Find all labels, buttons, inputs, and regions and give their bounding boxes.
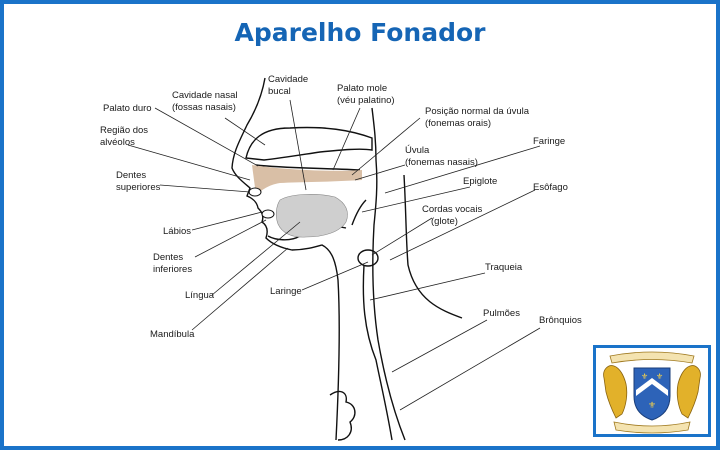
logo-fleur-top-left: ⚜	[641, 372, 648, 381]
label-esofago: Esôfago	[533, 182, 568, 193]
nasal-cavity-outline	[246, 127, 372, 160]
label-cordas-vocais-line1: Cordas vocais	[422, 204, 482, 215]
leader-traqueia	[370, 273, 485, 300]
head-outline	[232, 78, 462, 440]
logo-bottom-banner	[614, 422, 690, 433]
leader-dentes-superiores	[160, 185, 250, 192]
label-palato-mole-line1: Palato mole	[337, 83, 387, 94]
label-bronquios: Brônquios	[539, 315, 582, 326]
label-cavidade-nasal-line1: Cavidade nasal	[172, 90, 238, 101]
trachea-outline	[363, 265, 392, 440]
label-cavidade-nasal-line2: (fossas nasais)	[172, 102, 236, 113]
label-regiao-alveolos-line1: Região dos	[100, 125, 148, 136]
label-palato-mole-line2: (véu palatino)	[337, 95, 395, 106]
leader-cavidade-nasal	[225, 118, 265, 145]
vocal-cords-shape	[358, 250, 378, 266]
leader-lines	[128, 100, 540, 410]
label-cavidade-bucal-line1: Cavidade	[268, 74, 308, 85]
label-dentes-inferiores-line2: inferiores	[153, 264, 192, 275]
leader-lingua	[212, 222, 300, 295]
label-faringe: Faringe	[533, 136, 565, 147]
upper-teeth-shape	[249, 188, 261, 196]
logo-fleur-top-right: ⚜	[656, 372, 663, 381]
leader-pulmoes	[392, 320, 487, 372]
label-posicao-uvula-line2: (fonemas orais)	[425, 118, 491, 129]
label-posicao-uvula-line1: Posição normal da úvula	[425, 106, 530, 117]
logo-right-lion	[677, 366, 700, 418]
pharynx-back-wall	[372, 108, 405, 440]
head-profile-outline	[232, 78, 339, 440]
label-lingua: Língua	[185, 290, 215, 301]
logo-frame: ⚜ ⚜ ⚜	[593, 345, 711, 437]
label-labios: Lábios	[163, 226, 191, 237]
label-cavidade-bucal-line2: bucal	[268, 86, 291, 97]
label-dentes-superiores-line2: superiores	[116, 182, 161, 193]
logo-shield	[634, 368, 670, 420]
leader-dentes-inferiores	[195, 220, 266, 257]
label-laringe: Laringe	[270, 286, 302, 297]
label-pulmoes: Pulmões	[483, 308, 520, 319]
lung-shape	[330, 391, 355, 440]
label-uvula-line2: (fonemas nasais)	[405, 157, 478, 168]
label-traqueia: Traqueia	[485, 262, 523, 273]
leader-cordas-vocais	[372, 218, 432, 255]
label-mandibula: Mandíbula	[150, 329, 195, 340]
tongue-fill	[276, 194, 347, 237]
label-regiao-alveolos-line2: alvéolos	[100, 137, 135, 148]
leader-uvula	[355, 165, 405, 180]
label-dentes-inferiores-line1: Dentes	[153, 252, 183, 263]
label-epiglote: Epiglote	[463, 176, 497, 187]
logo-top-banner	[610, 352, 694, 363]
logo-left-lion	[604, 366, 627, 418]
label-palato-duro: Palato duro	[103, 103, 152, 114]
label-cordas-vocais-line2: (glote)	[431, 216, 458, 227]
leader-bronquios	[400, 328, 540, 410]
esophagus-outline	[404, 175, 462, 318]
coat-of-arms-logo: ⚜ ⚜ ⚜	[596, 348, 708, 434]
logo-fleur-bottom: ⚜	[648, 401, 656, 411]
leader-regiao-alveolos	[128, 145, 250, 180]
epiglottis-outline	[352, 200, 366, 225]
leader-palato-mole	[333, 108, 360, 170]
label-dentes-superiores-line1: Dentes	[116, 170, 146, 181]
lower-teeth-shape	[262, 210, 274, 218]
label-uvula-line1: Úvula	[405, 145, 430, 156]
